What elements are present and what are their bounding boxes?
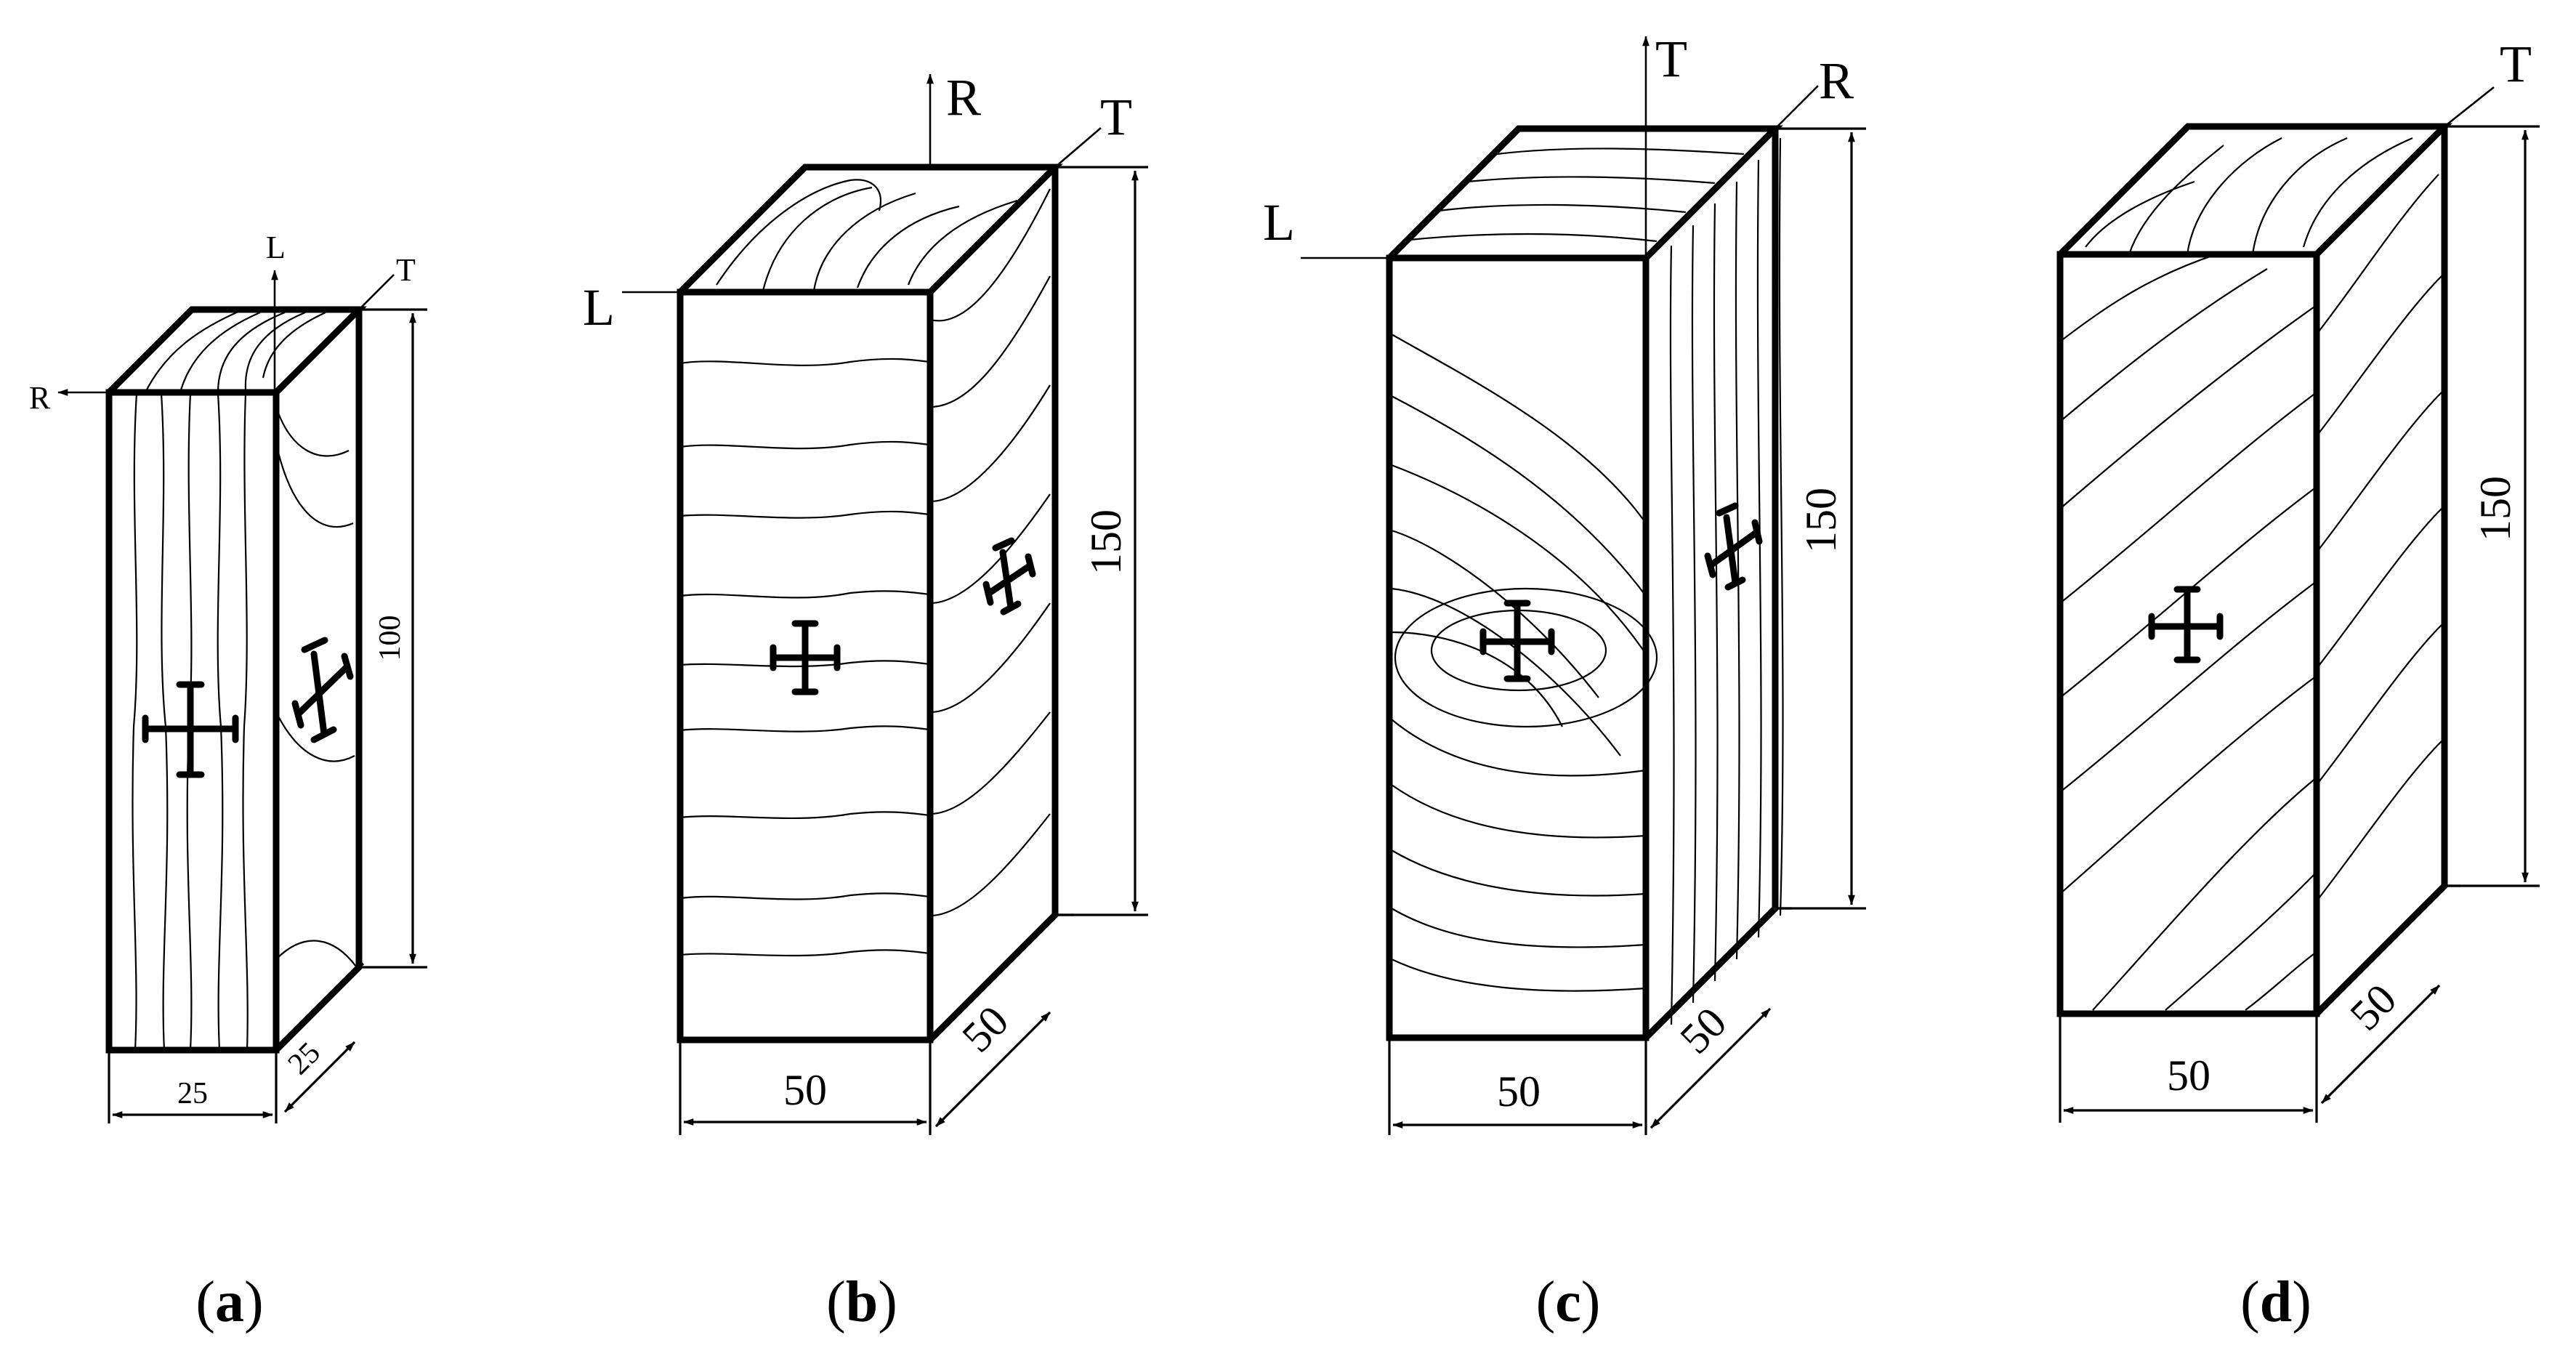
width-label-d: 50 xyxy=(2167,1052,2210,1099)
width-label-a: 25 xyxy=(177,1077,208,1110)
strain-gauge-side-c xyxy=(1704,502,1763,591)
axis-label-t: T xyxy=(1100,88,1132,146)
dimensions-c: 50 50 150 xyxy=(1388,127,1866,1135)
panel-label-c: (c) xyxy=(1536,1270,1601,1334)
axes-d: T xyxy=(2444,35,2532,128)
specimen-block-b xyxy=(677,164,1063,1044)
axis-label-r: R xyxy=(1819,52,1854,110)
panel-label-b: (b) xyxy=(826,1270,897,1334)
strain-gauge-front-c xyxy=(1479,600,1555,682)
axis-label-l: L xyxy=(1263,193,1295,251)
axis-label-l: L xyxy=(266,230,286,265)
strain-gauge-side-b xyxy=(982,537,1036,616)
panel-c: L T R 50 50 150 (c) xyxy=(1263,30,1866,1334)
strain-gauge-front-d xyxy=(2148,586,2224,663)
strain-gauge-front-a xyxy=(142,681,239,778)
height-label-d: 150 xyxy=(2471,476,2519,541)
axes-b: L R T xyxy=(583,68,1132,336)
panel-a: R L T 25 25 100 (a) xyxy=(29,230,427,1334)
panel-label-d: (d) xyxy=(2240,1270,2311,1334)
axes-c: L T R xyxy=(1263,30,1854,259)
axis-label-t: T xyxy=(396,252,416,288)
panel-b: L R T 50 50 150 (b) xyxy=(583,68,1148,1334)
height-label-c: 150 xyxy=(1797,488,1845,553)
axes-a: R L T xyxy=(29,230,416,416)
specimen-block-a xyxy=(105,306,367,1054)
axis-label-r: R xyxy=(29,380,51,416)
height-label-b: 150 xyxy=(1082,509,1130,575)
height-label-a: 100 xyxy=(374,616,407,661)
panel-label-a: (a) xyxy=(195,1270,263,1334)
width-label-c: 50 xyxy=(1497,1068,1541,1115)
dimensions-d: 50 50 150 xyxy=(2059,125,2540,1123)
specimen-block-c xyxy=(1386,125,1784,1041)
axis-label-l: L xyxy=(583,278,615,336)
panel-d: T 50 50 150 (d) xyxy=(2056,35,2540,1334)
axis-label-r: R xyxy=(946,68,981,126)
dimensions-b: 50 50 150 xyxy=(679,166,1148,1135)
axis-label-t: T xyxy=(1655,30,1687,88)
dimensions-a: 25 25 100 xyxy=(108,308,427,1123)
specimen-block-d xyxy=(2056,123,2452,1017)
axis-label-t: T xyxy=(2500,35,2532,93)
width-label-b: 50 xyxy=(783,1066,827,1114)
strain-gauge-side-a xyxy=(291,637,354,743)
depth-label-a: 25 xyxy=(282,1036,327,1081)
strain-gauge-front-b xyxy=(770,620,841,695)
